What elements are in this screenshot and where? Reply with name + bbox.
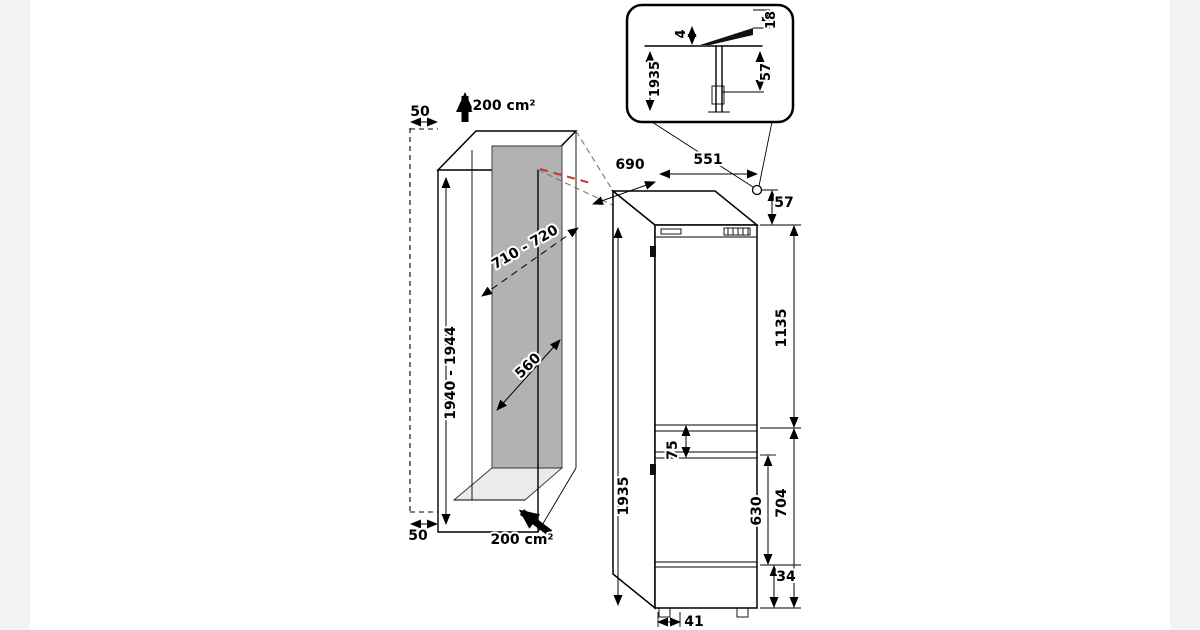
appliance-width-label: 551	[693, 152, 722, 168]
inset-connector-left	[651, 121, 754, 188]
hinge-pivot-marker	[751, 184, 763, 196]
right-edge-bar	[1170, 0, 1200, 630]
appliance-depth-label: 690	[615, 157, 644, 173]
appliance-drawing	[592, 169, 801, 627]
lower-section-height-label: 704	[774, 488, 790, 517]
bottom-airflow-arrow	[518, 509, 553, 536]
dim-line-niche-depth	[481, 227, 579, 297]
plinth-height-label: 34	[776, 569, 796, 585]
door-gap-label: 75	[665, 440, 681, 459]
niche-floor	[452, 467, 564, 501]
appliance-height-label: 1935	[616, 477, 632, 516]
niche-bottom-vent-label: 200 cm²	[490, 532, 553, 548]
inset-hinge-offset-label: 57	[759, 63, 774, 81]
front-foot	[658, 607, 671, 618]
niche-bottom-right-edge	[537, 467, 577, 533]
vent-grille-slats	[727, 228, 749, 235]
niche-drawing	[409, 92, 656, 536]
logo-plate	[660, 228, 682, 235]
appliance-side-face	[612, 189, 656, 610]
niche-top-clearance-label: 50	[410, 104, 430, 120]
inset-connector-right	[758, 121, 773, 187]
upper-door-hinge	[650, 246, 656, 257]
inset-hinge-bracket	[711, 85, 725, 105]
inset-top-gap-label: 18	[764, 11, 779, 29]
inset-air-gap-label: 4	[674, 29, 689, 38]
lower-door-hinge	[650, 464, 656, 475]
rear-foot	[736, 607, 749, 618]
hinge-clearance-label: 57	[774, 195, 793, 211]
lower-door-height-label: 630	[749, 496, 765, 525]
niche-height-label: 1940 - 1944	[443, 326, 459, 420]
dim-line-niche-width	[496, 339, 561, 411]
projection-line-red	[539, 168, 595, 185]
niche-back-panel	[491, 145, 563, 469]
appliance-front-face	[654, 224, 758, 609]
vent-grille	[723, 227, 751, 236]
projection-line-top	[575, 130, 614, 192]
inset-detail-drawing	[625, 3, 795, 188]
foot-inset-label: 41	[684, 614, 703, 630]
dim-line-appliance-depth	[592, 181, 656, 205]
extension-lines	[760, 189, 801, 609]
niche-bottom-clearance-label: 50	[408, 528, 428, 544]
upper-door-height-label: 1135	[774, 309, 790, 348]
inset-hinge-wedge	[700, 28, 753, 45]
niche-top-vent-label: 200 cm²	[472, 98, 535, 114]
left-edge-bar	[0, 0, 30, 630]
inset-height-label: 1935	[648, 61, 663, 97]
